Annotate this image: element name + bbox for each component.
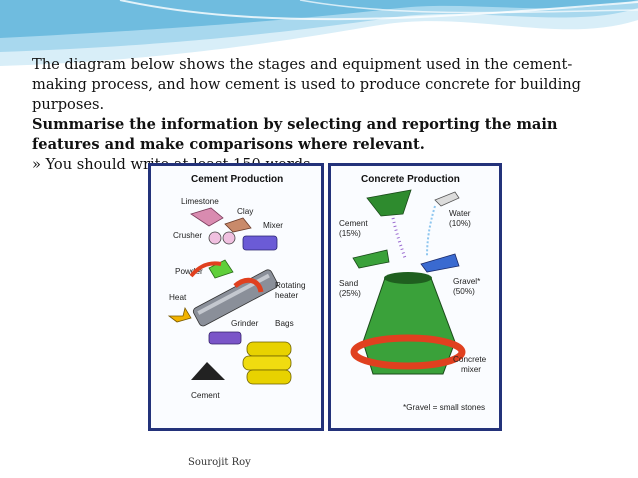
concrete-title: Concrete Production: [361, 174, 460, 185]
label-bags: Bags: [275, 319, 294, 328]
cement-bag-3: [246, 369, 292, 385]
mixer-rotation-arrow: [350, 334, 466, 370]
cement-pile: [191, 362, 225, 380]
mixer-drum: [242, 235, 278, 251]
label-sand-pct: (25%): [339, 289, 361, 298]
cement-bag-1: [246, 341, 292, 357]
label-gravel: Gravel*: [453, 277, 481, 286]
author-footer: Sourojit Roy: [188, 457, 251, 468]
label-mixer: mixer: [461, 365, 481, 374]
cement-stream: [391, 217, 407, 259]
cement-production-diagram: Cement Production Limestone Clay Crusher…: [148, 163, 324, 431]
label-cement-pct: (15%): [339, 229, 361, 238]
water-stream: [426, 205, 436, 257]
label-water-pct: (10%): [449, 219, 471, 228]
prompt-instruction: Summarise the information by selecting a…: [32, 116, 558, 153]
label-heat: Heat: [169, 293, 187, 302]
label-crusher: Crusher: [173, 231, 202, 240]
task-prompt: The diagram below shows the stages and e…: [32, 55, 612, 175]
grinder-machine: [208, 331, 242, 345]
label-cement: Cement: [339, 219, 368, 228]
label-water: Water: [449, 209, 471, 218]
limestone-pile: [190, 207, 224, 227]
label-gravel-pct: (50%): [453, 287, 475, 296]
gravel-note: *Gravel = small stones: [403, 403, 485, 412]
label-heater: heater: [275, 291, 298, 300]
label-concrete: Concrete: [453, 355, 487, 364]
cement-bag-2: [242, 355, 292, 371]
cement-title: Cement Production: [191, 174, 283, 185]
gravel-scoop: [420, 253, 460, 273]
heater-arrow: [233, 277, 264, 293]
mixer-opening: [384, 272, 432, 284]
label-powder: Powder: [175, 267, 203, 276]
concrete-production-diagram: Concrete Production Cement (15%) Water (…: [328, 163, 502, 431]
label-mixer: Mixer: [263, 221, 283, 230]
label-sand: Sand: [339, 279, 359, 288]
label-cement: Cement: [191, 391, 220, 400]
label-rotating: Rotating: [275, 281, 306, 290]
clay-pile: [224, 217, 252, 233]
label-grinder: Grinder: [231, 319, 259, 328]
prompt-description: The diagram below shows the stages and e…: [32, 56, 581, 113]
cement-hopper: [366, 189, 412, 217]
water-pipe: [434, 191, 460, 207]
crusher-roller-left: [208, 231, 222, 245]
heat-flame: [167, 306, 192, 323]
sand-scoop: [352, 249, 390, 269]
header-wave-decoration: [0, 0, 638, 66]
crusher-roller-right: [222, 231, 236, 245]
label-clay: Clay: [237, 207, 254, 216]
label-limestone: Limestone: [181, 197, 219, 206]
powder-arrow: [189, 261, 222, 278]
